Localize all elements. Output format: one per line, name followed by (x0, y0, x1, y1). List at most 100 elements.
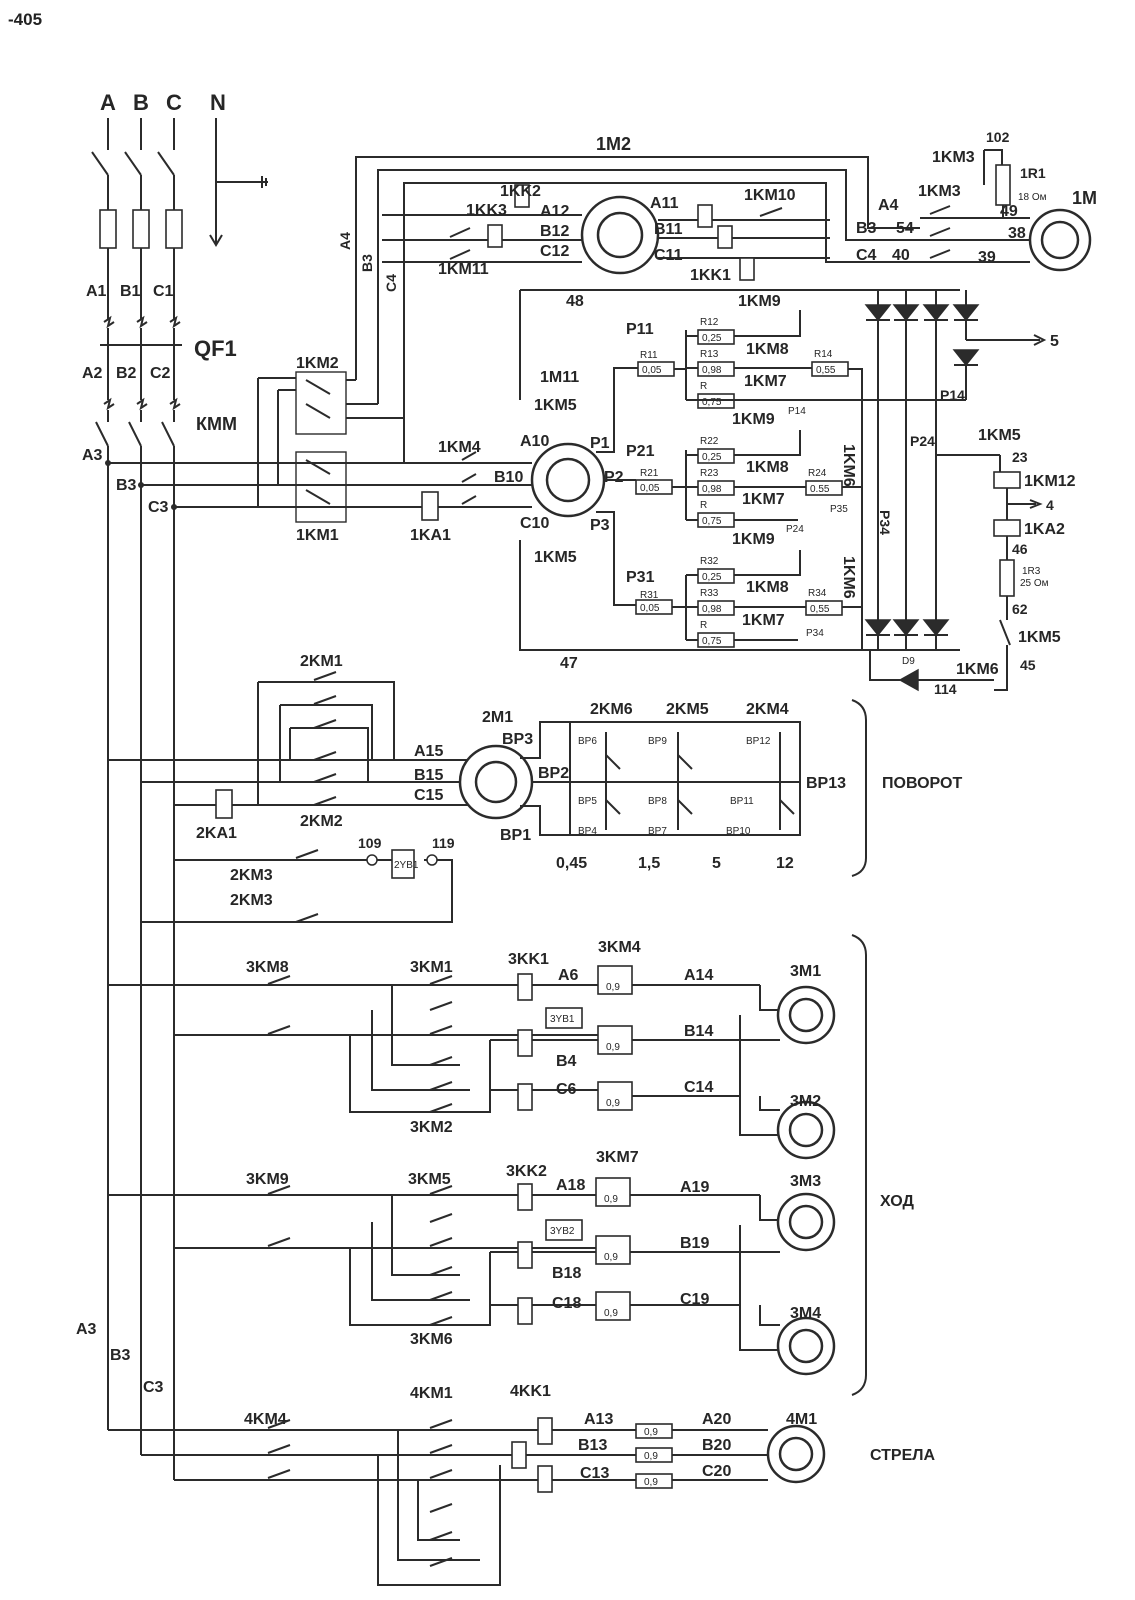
label-1m: 1M (1072, 188, 1097, 208)
label-r31: R31 (640, 590, 659, 601)
section-1m11: 48 47 1M11 1KM5 1KM5 A10 B10 C10 P1 P2 P… (494, 289, 1076, 697)
stage-1-resistors: R12 R13 R 0,25 0,98 0,75 R14 0,55 1KM9 1… (686, 293, 849, 417)
label-3kk1: 3KK1 (508, 951, 549, 968)
label-c11: C11 (654, 247, 683, 264)
label-r-2: R (700, 500, 707, 511)
label-b19: B19 (680, 1235, 709, 1252)
label-p31: P31 (626, 569, 655, 586)
section-label-boom: СТРЕЛА (870, 1447, 936, 1464)
label-r14: R14 (814, 349, 833, 360)
label-p2: P2 (604, 469, 624, 486)
label-4m1: 4M1 (786, 1411, 817, 1428)
label-a15: A15 (414, 743, 443, 760)
label-p35: P35 (830, 504, 848, 515)
label-a14: A14 (684, 967, 713, 984)
label-3km7: 3KM7 (596, 1149, 639, 1166)
label-2yb1: 2YB1 (394, 860, 419, 871)
label-3m3: 3M3 (790, 1173, 821, 1190)
label-r32: R32 (700, 556, 719, 567)
phase-a-label: A (100, 90, 116, 115)
value-09-a: 0,9 (606, 982, 620, 993)
label-a2: A2 (82, 365, 103, 382)
label-3yb2: 3YB2 (550, 1226, 575, 1237)
label-102: 102 (986, 129, 1010, 145)
label-a4-vert: A4 (337, 232, 353, 250)
label-r22: R22 (700, 436, 719, 447)
phase-b-label: B (133, 90, 149, 115)
value-09-f: 0,9 (604, 1308, 618, 1319)
label-b1: B1 (120, 283, 141, 300)
label-23: 23 (1012, 449, 1028, 465)
label-a13: A13 (584, 1411, 613, 1428)
label-3kk2: 3KK2 (506, 1163, 547, 1180)
label-bp5: BP5 (578, 796, 597, 807)
label-p34-a: P34 (806, 628, 824, 639)
value-r33: 0,98 (702, 604, 722, 615)
label-2km3-b: 2KM3 (230, 892, 273, 909)
value-09-g: 0,9 (644, 1427, 658, 1438)
label-b3-bottom: B3 (110, 1347, 131, 1364)
label-3km1: 3KM1 (410, 959, 453, 976)
label-40: 40 (892, 247, 910, 264)
label-5: 5 (1050, 333, 1059, 350)
phase-n-label: N (210, 90, 226, 115)
label-4: 4 (1046, 497, 1054, 513)
label-3m4: 3M4 (790, 1305, 821, 1322)
label-3km4: 3KM4 (598, 939, 641, 956)
label-d9: D9 (902, 656, 915, 667)
kmm-label: КММ (196, 414, 237, 434)
value-r14: 0,55 (816, 365, 836, 376)
label-c3-bottom: C3 (143, 1379, 164, 1396)
stage-2-resistors: R22 R23 R 0,25 0,98 0,75 R24 0.55 1KM9 1… (686, 411, 848, 535)
label-2km5: 2KM5 (666, 701, 709, 718)
label-a19: A19 (680, 1179, 709, 1196)
phase-c-label: C (166, 90, 182, 115)
label-p34-b: P34 (877, 510, 893, 535)
value-15: 1,5 (638, 855, 660, 872)
label-1r3: 1R3 (1022, 566, 1041, 577)
label-62: 62 (1012, 601, 1028, 617)
value-r34: 0,55 (810, 604, 830, 615)
label-3yb1: 3YB1 (550, 1014, 575, 1025)
label-r12: R12 (700, 317, 719, 328)
label-b10: B10 (494, 469, 523, 486)
label-3km9: 3KM9 (246, 1171, 289, 1188)
label-p3: P3 (590, 517, 610, 534)
label-b20: B20 (702, 1437, 731, 1454)
label-4km1: 4KM1 (410, 1385, 453, 1402)
value-r24: 0.55 (810, 484, 830, 495)
label-bp10: BP10 (726, 826, 751, 837)
label-b14: B14 (684, 1023, 713, 1040)
qf1-label: QF1 (194, 336, 237, 361)
value-09-d: 0,9 (604, 1194, 618, 1205)
label-1km2: 1KM2 (296, 355, 339, 372)
label-1km5-right-2: 1KM5 (1018, 629, 1061, 646)
label-119: 119 (432, 835, 455, 851)
label-a18: A18 (556, 1177, 585, 1194)
label-1km6-bottom: 1KM6 (956, 661, 999, 678)
label-1m11: 1M11 (540, 369, 579, 386)
label-1km7-b: 1KM7 (742, 491, 785, 508)
label-1ka1: 1KA1 (410, 527, 451, 544)
label-c3: C3 (148, 499, 169, 516)
section-label-travel: ХОД (880, 1193, 914, 1210)
label-b2: B2 (116, 365, 137, 382)
label-p24-b: P24 (910, 433, 935, 449)
label-p14-a: P14 (788, 406, 806, 417)
label-bp2: BP2 (538, 765, 569, 782)
section-label-rotate: ПОВОРОТ (882, 775, 962, 792)
label-r11: R11 (640, 350, 658, 361)
value-r31: 0,05 (640, 603, 660, 614)
label-1km3: 1KM3 (918, 183, 961, 200)
label-3km5: 3KM5 (408, 1171, 451, 1188)
label-a10: A10 (520, 433, 549, 450)
value-r-2: 0,75 (702, 516, 722, 527)
value-r23: 0,98 (702, 484, 722, 495)
label-b3: B3 (116, 477, 137, 494)
label-c15: C15 (414, 787, 443, 804)
value-09-e: 0,9 (604, 1252, 618, 1263)
label-1km7-a: 1KM7 (744, 373, 787, 390)
label-1km8-a: 1KM8 (746, 341, 789, 358)
stage-3-resistors: R32 R33 R 0,25 0,98 0,75 R34 0,55 1KM9 1… (686, 531, 843, 648)
